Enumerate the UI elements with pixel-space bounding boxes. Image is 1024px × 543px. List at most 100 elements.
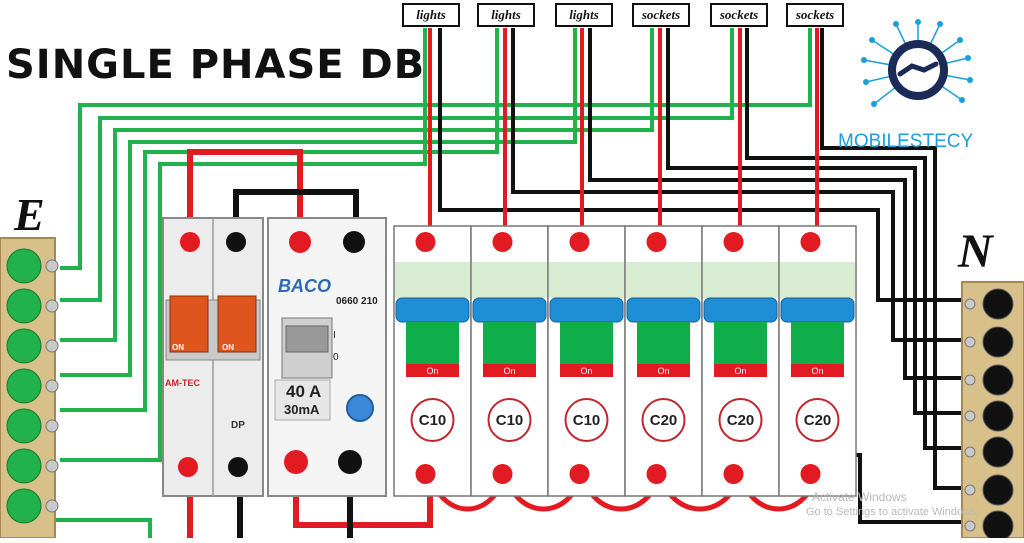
mcb-window — [549, 262, 624, 298]
mcb-top-terminal — [569, 232, 590, 252]
earth-terminal — [6, 488, 42, 524]
mcb-state-label: On — [657, 366, 669, 376]
mobilestecy-logo — [861, 19, 973, 107]
main-switch-on-label: ON — [172, 343, 184, 352]
mcb-state-strip — [637, 364, 690, 377]
mcb-rating-ring — [641, 398, 686, 442]
earth-terminal — [6, 248, 42, 284]
circuit-label: sockets — [710, 3, 768, 27]
mcb-window — [703, 262, 778, 298]
main-switch-type: DP — [231, 420, 245, 431]
mcb-rating-ring — [410, 398, 455, 442]
mcb-top-terminal — [492, 232, 513, 252]
rccb-device — [267, 217, 387, 497]
mcb-top-terminal — [723, 232, 744, 252]
mcb-window — [626, 262, 701, 298]
neutral-terminal — [982, 326, 1014, 358]
rccb-model: 0660 210 — [336, 296, 378, 307]
mcb-bottom-terminal — [492, 464, 513, 484]
main-switch-brand: AM-TEC — [165, 378, 200, 388]
mcb-state-label: On — [426, 366, 438, 376]
mcb-bottom-terminal — [800, 464, 821, 484]
watermark-line-1: Activate Windows — [812, 490, 907, 504]
mcb-toggle — [637, 322, 690, 364]
mcb-rating-ring — [718, 398, 763, 442]
mcb-bottom-terminal — [415, 464, 436, 484]
circuit-label: lights — [402, 3, 460, 27]
mcb-handle — [395, 297, 470, 323]
mcb-state-label: On — [734, 366, 746, 376]
neutral-terminal — [982, 288, 1014, 320]
mcb-state-strip — [560, 364, 613, 377]
mcb-bottom-terminal — [723, 464, 744, 484]
rccb-test-button — [346, 394, 374, 422]
main-switch-on-label: ON — [222, 343, 234, 352]
logo-text: MOBILESTECY — [838, 131, 974, 152]
mcb-state-label: On — [503, 366, 515, 376]
mcb-bottom-terminal — [646, 464, 667, 484]
neutral-terminal — [982, 474, 1014, 506]
circuit-label: sockets — [786, 3, 844, 27]
mcb-state-strip — [714, 364, 767, 377]
earth-terminal — [6, 448, 42, 484]
neutral-terminal — [982, 364, 1014, 396]
earth-terminal — [6, 328, 42, 364]
mcb-state-strip — [406, 364, 459, 377]
rccb-position-off: 0 — [333, 352, 339, 363]
diagram-title: SINGLE PHASE DB — [6, 42, 426, 88]
circuit-label: sockets — [632, 3, 690, 27]
main-isolator-switch — [162, 217, 264, 497]
mcb-top-terminal — [415, 232, 436, 252]
mcb-state-label: On — [811, 366, 823, 376]
live-wires — [428, 28, 819, 238]
neutral-wires — [438, 28, 965, 524]
earth-terminal-bar — [0, 237, 59, 539]
mcb-toggle — [483, 322, 536, 364]
neutral-terminal — [982, 510, 1014, 542]
mcb-toggle — [406, 322, 459, 364]
mcb-rating-ring — [795, 398, 840, 442]
mcb-top-terminal — [800, 232, 821, 252]
mcb-rating-label: C20 — [650, 412, 678, 429]
earth-terminal — [6, 368, 42, 404]
mcb-rating-ring — [564, 398, 609, 442]
mcb-handle — [549, 297, 624, 323]
mcb-rating-label: C10 — [496, 412, 524, 429]
neutral-label: N — [958, 225, 993, 278]
circuit-label: lights — [555, 3, 613, 27]
circuit-label: lights — [477, 3, 535, 27]
neutral-terminal — [982, 400, 1014, 432]
rccb-position-on: I — [333, 330, 336, 341]
mcb-rating-label: C10 — [573, 412, 601, 429]
watermark-line-2: Go to Settings to activate Windows. — [806, 506, 980, 518]
rccb-brand: BACO — [278, 276, 331, 296]
mcb-handle — [780, 297, 855, 323]
mcb-state-label: On — [580, 366, 592, 376]
neutral-terminal-bar — [961, 281, 1024, 542]
mcb-handle — [472, 297, 547, 323]
mcb-bottom-terminal — [569, 464, 590, 484]
rccb-sensitivity: 30mA — [284, 402, 320, 417]
mcb-top-terminal — [646, 232, 667, 252]
mcb-handle — [703, 297, 778, 323]
mcb-window — [472, 262, 547, 298]
rccb-rating: 40 A — [286, 382, 322, 401]
mcb-rating-label: C10 — [419, 412, 447, 429]
mcb-handle — [626, 297, 701, 323]
mcb-rating-ring — [487, 398, 532, 442]
mcb-state-strip — [791, 364, 844, 377]
mcb-window — [780, 262, 855, 298]
earth-label: E — [14, 189, 45, 240]
mcb-rating-label: C20 — [804, 412, 832, 429]
earth-wires — [30, 28, 812, 538]
mcb-toggle — [560, 322, 613, 364]
neutral-terminal — [982, 436, 1014, 468]
